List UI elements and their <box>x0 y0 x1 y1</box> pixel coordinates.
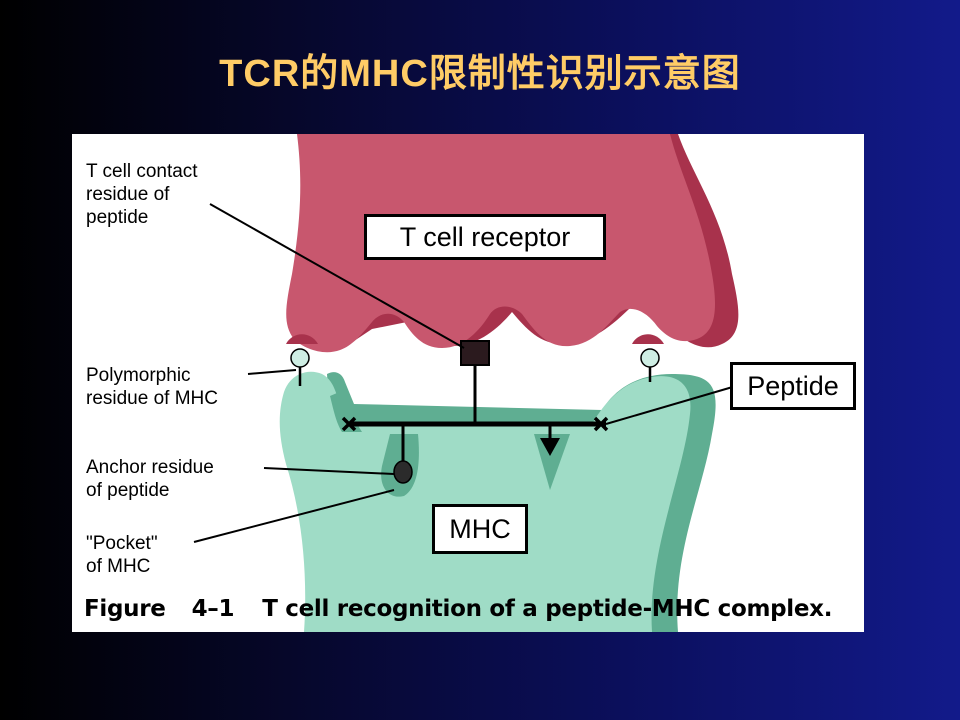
leader-lines <box>193 203 737 543</box>
leader-contact <box>209 203 465 349</box>
figure-panel: T cell contact residue of peptide Polymo… <box>72 134 864 632</box>
peptide-down-arrow <box>540 438 560 456</box>
label-t-cell-receptor: T cell receptor <box>364 214 606 260</box>
tcr-pocket-notch-left <box>286 334 318 344</box>
leader-anchor <box>263 467 395 475</box>
bead-right <box>640 348 660 368</box>
label-mhc: MHC <box>432 504 528 554</box>
caption-prefix: Figure <box>84 596 166 622</box>
label-peptide: Peptide <box>730 362 856 410</box>
bead-left <box>290 348 310 368</box>
figure-caption: Figure 4–1 T cell recognition of a peptide… <box>84 596 832 622</box>
caption-number: 4–1 <box>191 596 235 622</box>
leader-peptide <box>605 385 737 425</box>
peptide-end-right <box>593 416 609 432</box>
leader-polymorphic <box>247 369 297 375</box>
tcr-mhc-diagram <box>193 134 739 632</box>
leader-pocket <box>193 489 395 543</box>
tcr-pocket-notch-right <box>632 334 664 344</box>
polymorphic-residues <box>290 348 660 386</box>
caption-text: T cell recognition of a peptide-MHC comp… <box>262 596 833 622</box>
contact-residue <box>460 340 490 366</box>
peptide <box>341 340 609 484</box>
mhc-body <box>279 371 691 632</box>
label-anchor: Anchor residue of peptide <box>86 457 214 501</box>
slide-title: TCR的MHC限制性识别示意图 <box>219 53 741 95</box>
label-t-cell-contact: T cell contact residue of peptide <box>86 161 198 228</box>
anchor-residue <box>393 460 413 484</box>
peptide-end-left <box>341 416 357 432</box>
label-pocket: "Pocket" of MHC <box>86 533 158 577</box>
label-polymorphic: Polymorphic residue of MHC <box>86 365 218 409</box>
mhc-groove-v <box>534 434 570 490</box>
